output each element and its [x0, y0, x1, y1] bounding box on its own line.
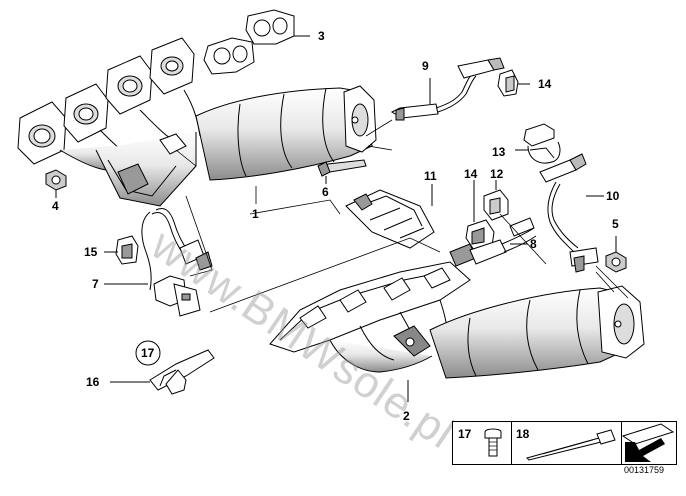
bracket-part-16: [110, 349, 215, 395]
callout-17: 17: [141, 346, 155, 360]
callout-13: 13: [492, 145, 506, 159]
oxygen-sensor-part-8: [449, 217, 537, 267]
arrow-icon: [621, 423, 675, 462]
legend-label-17: 17: [458, 427, 472, 441]
clip-part-14-top: [497, 69, 530, 97]
bolt-part-6: [317, 159, 367, 184]
clip-part-15: [104, 235, 139, 265]
callout-1: 1: [252, 207, 259, 221]
legend-box: 17 18: [452, 421, 677, 465]
exhaust-manifold-upper: [17, 37, 377, 207]
callout-8: 8: [530, 237, 537, 251]
callout-10: 10: [606, 189, 620, 203]
cable-tie-icon: [526, 429, 616, 461]
leader-lines: [175, 119, 629, 313]
callout-14-mid: 14: [464, 167, 478, 181]
oxygen-sensor-part-7: [104, 208, 213, 317]
legend-cell-18: 18: [511, 422, 622, 464]
parts-diagram: [17, 9, 645, 402]
callout-5: 5: [612, 217, 619, 231]
callout-15: 15: [84, 245, 98, 259]
legend-label-18: 18: [516, 427, 530, 441]
oxygen-sensor-part-10: [539, 153, 604, 273]
clip-part-13: [515, 123, 561, 164]
callout-11: 11: [424, 169, 437, 183]
clip-part-12: [483, 180, 509, 221]
callout-14-top: 14: [538, 77, 552, 91]
callout-16: 16: [86, 375, 100, 389]
callout-2: 2: [403, 409, 410, 423]
callout-4: 4: [52, 199, 59, 213]
legend-cell-arrow: [621, 422, 676, 464]
manifold-gaskets: [203, 9, 310, 75]
drawing-code: 00131759: [624, 465, 665, 475]
nut-part-5: [605, 236, 627, 273]
clip-part-14-mid: [465, 180, 495, 251]
callout-9: 9: [422, 59, 429, 73]
exhaust-manifold-lower: [269, 261, 645, 402]
callout-6: 6: [322, 185, 329, 199]
callout-7: 7: [92, 277, 99, 291]
nut-part-4: [45, 169, 67, 198]
callout-3: 3: [318, 29, 325, 43]
callout-17-ring: [135, 340, 161, 366]
bracket-part-11: [345, 184, 435, 249]
oxygen-sensor-part-9: [390, 57, 505, 121]
bolt-icon: [484, 428, 502, 457]
legend-cell-17: 17: [453, 422, 512, 464]
callout-12: 12: [490, 167, 504, 181]
